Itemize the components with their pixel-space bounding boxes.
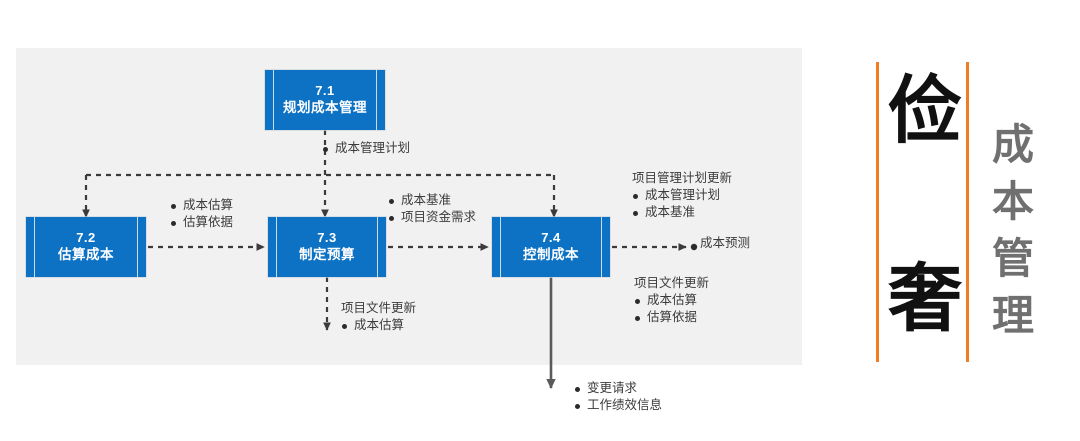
annotation-cost-forecast: 成本预测 bbox=[700, 235, 750, 252]
annotation-item: 成本基准 bbox=[632, 204, 732, 221]
annotation-item: 变更请求 bbox=[574, 380, 662, 397]
accent-rule-left bbox=[876, 62, 879, 362]
diagram-backdrop-panel bbox=[16, 48, 802, 365]
annotation-item: 成本基准 bbox=[388, 192, 476, 209]
annotation-item: 项目资金需求 bbox=[388, 209, 476, 226]
big-char-frugal: 俭 bbox=[888, 68, 962, 154]
annotation-item: 估算依据 bbox=[634, 309, 709, 326]
process-name: 规划成本管理 bbox=[283, 99, 367, 115]
annotation-item: 成本估算 bbox=[634, 292, 709, 309]
annotation-item: 成本估算 bbox=[170, 197, 233, 214]
process-box-7-2[interactable]: 7.2 估算成本 bbox=[26, 217, 146, 277]
process-number: 7.1 bbox=[315, 83, 335, 99]
process-name: 制定预算 bbox=[299, 246, 355, 262]
process-number: 7.4 bbox=[541, 230, 561, 246]
process-box-7-3[interactable]: 7.3 制定预算 bbox=[268, 217, 386, 277]
vertical-title-char: 理 bbox=[991, 291, 1034, 340]
annotation-pm-plan-updates: 项目管理计划更新 成本管理计划 成本基准 bbox=[632, 170, 732, 221]
annotation-item: 成本管理计划 bbox=[632, 187, 732, 204]
annotation-item: 成本预测 bbox=[700, 236, 751, 250]
annotation-budget-outputs: 成本基准 项目资金需求 bbox=[388, 192, 476, 226]
big-char-lavish: 奢 bbox=[888, 256, 962, 342]
annotation-heading: 项目文件更新 bbox=[634, 276, 710, 290]
annotation-estimate-outputs: 成本估算 估算依据 bbox=[170, 197, 233, 231]
bullet-forecast bbox=[690, 243, 698, 251]
annotation-item: 估算依据 bbox=[170, 214, 233, 231]
process-box-7-4[interactable]: 7.4 控制成本 bbox=[492, 217, 610, 277]
vertical-title: 成 本 管 理 bbox=[984, 116, 1042, 344]
annotation-control-outputs: 变更请求 工作绩效信息 bbox=[574, 380, 662, 414]
annotation-cost-management-plan: 成本管理计划 bbox=[322, 140, 410, 157]
process-name: 估算成本 bbox=[58, 246, 114, 262]
annotation-heading: 项目文件更新 bbox=[341, 301, 417, 315]
process-box-7-1[interactable]: 7.1 规划成本管理 bbox=[265, 70, 385, 130]
title-panel: 俭 奢 成 本 管 理 bbox=[866, 52, 1080, 372]
vertical-title-char: 成 bbox=[991, 120, 1034, 169]
annotation-item: 成本估算 bbox=[341, 317, 416, 334]
annotation-doc-updates-right: 项目文件更新 成本估算 估算依据 bbox=[634, 275, 709, 326]
process-number: 7.2 bbox=[76, 230, 96, 246]
annotation-heading: 项目管理计划更新 bbox=[632, 171, 733, 185]
vertical-title-char: 本 bbox=[991, 177, 1034, 226]
accent-rule-right bbox=[966, 62, 969, 362]
annotation-item: 成本管理计划 bbox=[322, 140, 410, 157]
vertical-title-char: 管 bbox=[991, 234, 1034, 283]
process-number: 7.3 bbox=[317, 230, 337, 246]
annotation-doc-updates-bottom: 项目文件更新 成本估算 bbox=[341, 300, 416, 334]
annotation-item: 工作绩效信息 bbox=[574, 397, 662, 414]
process-name: 控制成本 bbox=[523, 246, 579, 262]
